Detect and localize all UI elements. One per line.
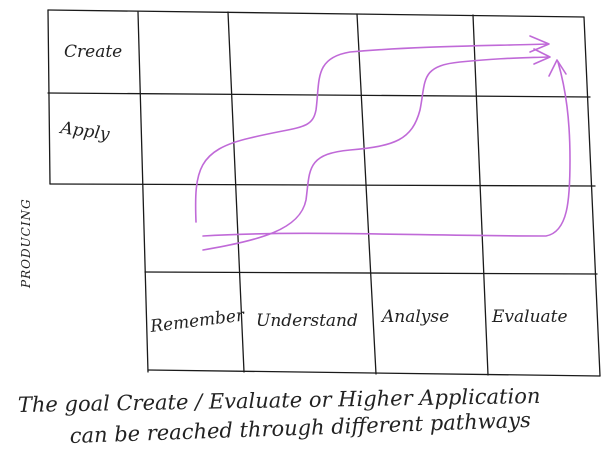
pathway-2-arrowhead: [533, 48, 551, 65]
grid: [47, 9, 601, 377]
pathways: [194, 35, 571, 251]
pathway-1: [194, 43, 549, 223]
row-label-create: Create: [64, 42, 122, 62]
grid-line: [47, 92, 591, 98]
column-label-evaluate: Evaluate: [491, 307, 568, 327]
grid-line: [356, 13, 377, 375]
column-label-remember: Remember: [148, 306, 246, 338]
grid-line: [47, 9, 51, 185]
pathway-3-arrowhead: [548, 59, 567, 77]
side-label-producing: PRODUCING: [19, 198, 33, 289]
column-label-analyse: Analyse: [380, 307, 449, 327]
grid-line: [47, 9, 585, 18]
row-label-apply: Apply: [57, 118, 111, 145]
grid-line: [227, 11, 245, 373]
grid-line: [137, 11, 149, 373]
grid-line: [49, 183, 596, 187]
pathway-2: [202, 56, 549, 251]
grid-line: [583, 16, 601, 377]
grid-line: [472, 14, 489, 376]
grid-line: [147, 369, 601, 377]
pathway-3: [202, 61, 571, 237]
column-label-understand: Understand: [256, 311, 358, 331]
